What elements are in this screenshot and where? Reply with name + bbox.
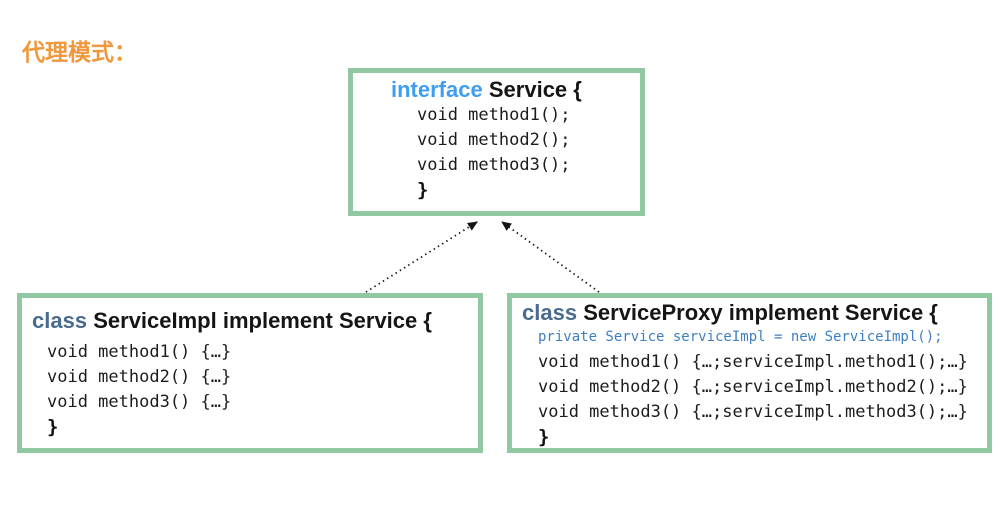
proxy-method-line: void method2() {…;serviceImpl.method2();…	[538, 377, 968, 397]
interface-closing-brace: }	[417, 179, 429, 201]
proxy-class-keyword: class	[522, 300, 578, 325]
page-title: 代理模式：	[22, 39, 137, 65]
impl-name: ServiceImpl implement Service {	[93, 308, 432, 333]
interface-method-line: void method2();	[417, 130, 571, 150]
proxy-field-line: private Service serviceImpl = new Servic…	[538, 329, 943, 345]
interface-method-line: void method3();	[417, 155, 571, 175]
interface-name: Service {	[488, 77, 582, 102]
interface-keyword: interface	[391, 77, 483, 102]
impl-class-keyword: class	[32, 308, 88, 333]
proxy-closing-brace: }	[538, 426, 550, 448]
impl-method-line: void method3() {…}	[47, 392, 232, 412]
proxy-implements-arrow	[501, 221, 600, 293]
impl-implements-arrow	[365, 221, 478, 293]
impl-method-line: void method2() {…}	[47, 367, 232, 387]
impl-closing-brace: }	[47, 416, 59, 438]
proxy-method-line: void method3() {…;serviceImpl.method3();…	[538, 402, 968, 422]
interface-method-line: void method1();	[417, 105, 571, 125]
proxy-method-line: void method1() {…;serviceImpl.method1();…	[538, 352, 968, 372]
proxy-name: ServiceProxy implement Service {	[583, 300, 938, 325]
impl-method-line: void method1() {…}	[47, 342, 232, 362]
